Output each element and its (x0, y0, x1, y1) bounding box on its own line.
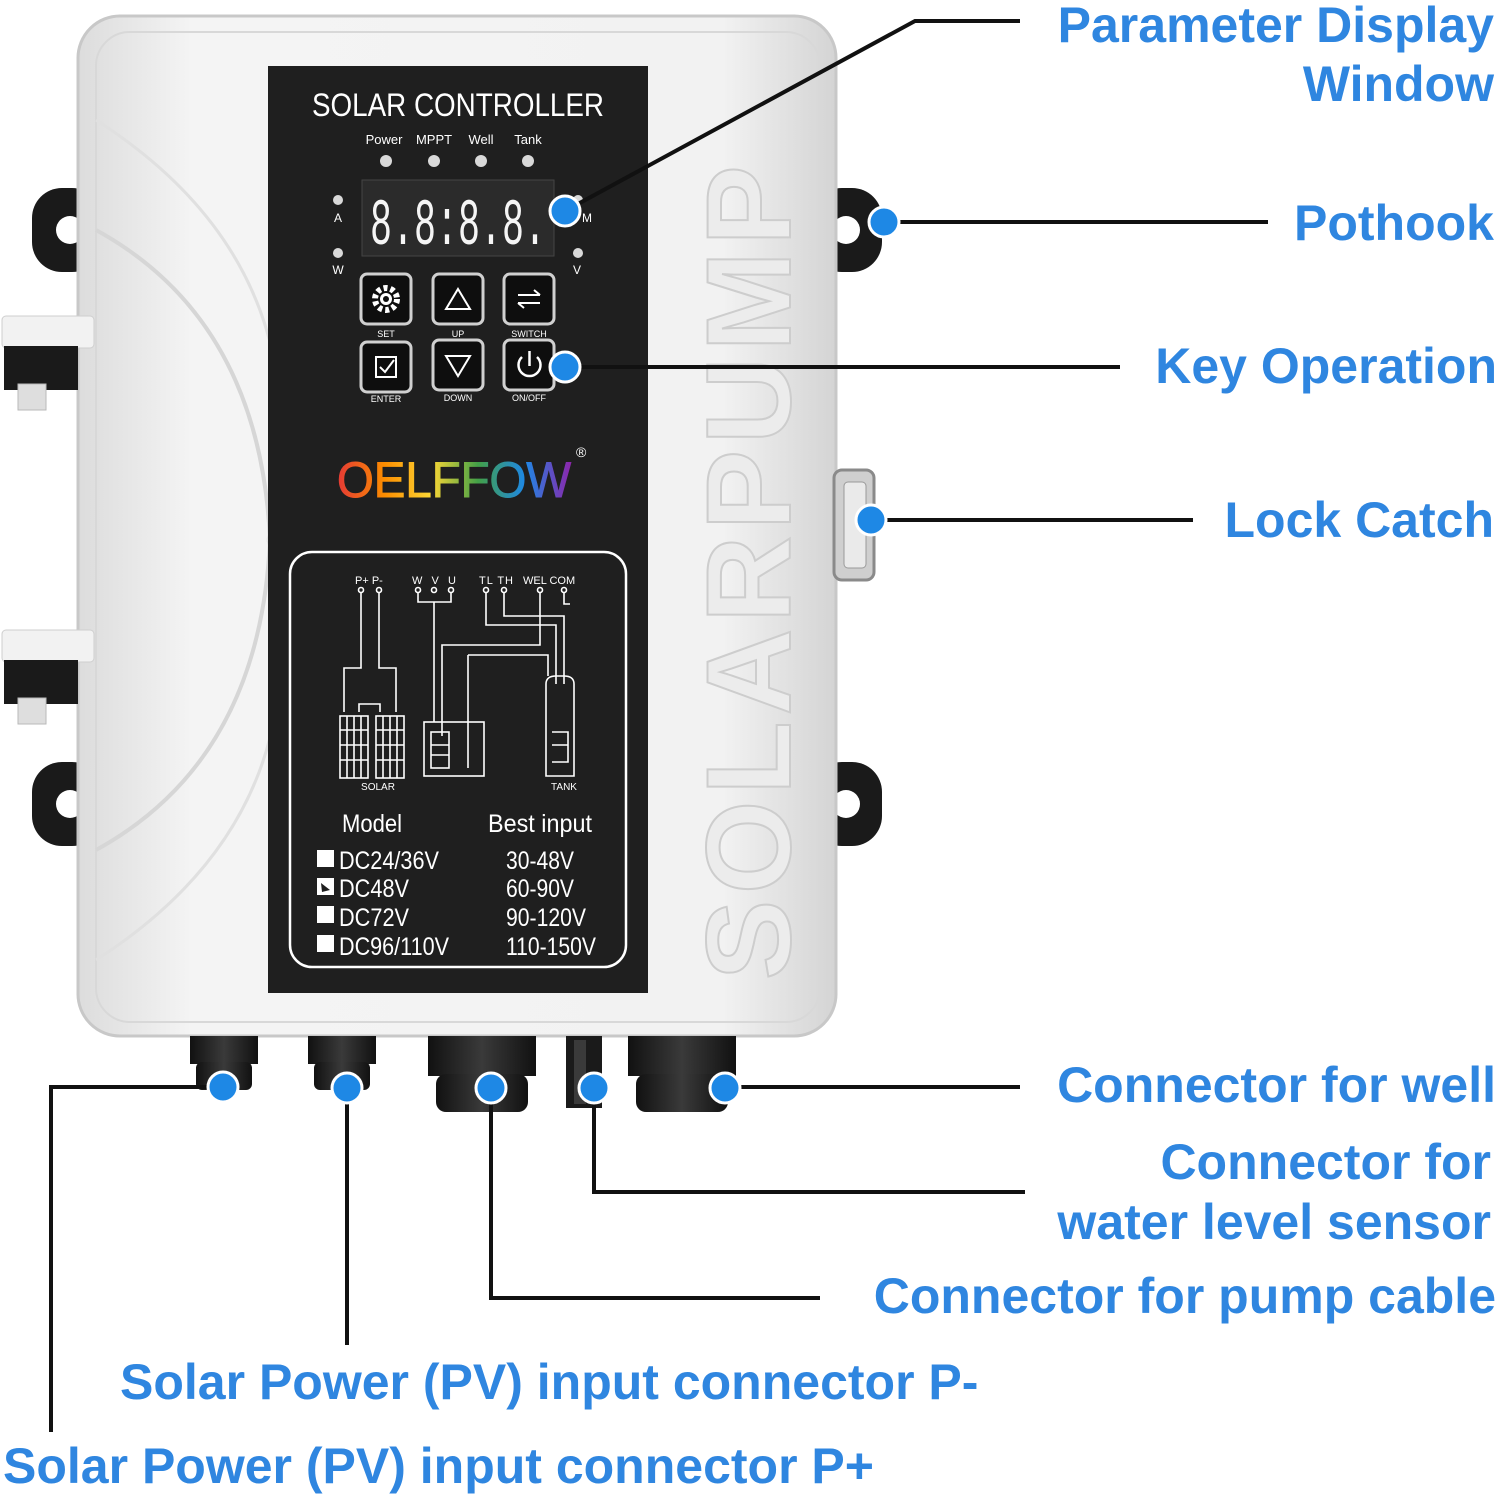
enter-key[interactable] (359, 340, 413, 394)
solar-label: SOLAR (361, 782, 395, 793)
dot-pv-minus (330, 1071, 364, 1105)
wiring-lines (339, 586, 575, 779)
enter-key-label: ENTER (371, 394, 402, 404)
unit-w-label: W (332, 263, 344, 277)
checkbox-icon (375, 356, 397, 378)
callout-lock-catch: Lock Catch (1224, 492, 1494, 548)
panel-title: SOLAR CONTROLLER (312, 87, 604, 123)
model-row-3-input: 90-120V (506, 904, 586, 932)
dot-pv-plus (206, 1070, 240, 1104)
switch-key[interactable] (502, 272, 556, 326)
indicator-well-label: Well (468, 132, 493, 147)
display-readout: 8.8:8.8. (370, 189, 546, 264)
checked-mark-icon (321, 883, 330, 892)
dot-sensor (577, 1071, 611, 1105)
up-key[interactable] (431, 272, 485, 326)
model-row-2-input: 60-90V (506, 875, 574, 903)
dot-pothook (867, 205, 901, 239)
indicator-mppt-label: MPPT (416, 132, 452, 147)
callout-sensor-line1: Connector for (1160, 1134, 1491, 1190)
dot-key-operation (548, 350, 582, 384)
model-row-2-model: DC48V (339, 875, 409, 903)
set-key[interactable] (359, 272, 413, 326)
model-checkbox-3 (317, 906, 334, 923)
callout-dots (206, 194, 901, 1105)
unit-a-label: A (334, 211, 342, 225)
down-key[interactable] (431, 338, 485, 392)
best-input-header: Best input (488, 810, 592, 838)
wiring-diagram (288, 550, 628, 969)
triangle-up-icon (444, 287, 472, 310)
brand-logo: OELFFOW (337, 452, 572, 508)
callout-pump: Connector for pump cable (873, 1268, 1496, 1324)
dot-well (708, 1071, 742, 1105)
indicator-mppt-led (428, 155, 440, 167)
callout-display-line1: Parameter Display (1057, 0, 1494, 53)
hinge-top (1, 315, 95, 411)
unit-v-label: V (573, 263, 581, 277)
leader-lines (49, 19, 1268, 1432)
model-header: Model (342, 810, 402, 838)
callout-sensor-line2: water level sensor (1057, 1194, 1491, 1250)
onoff-key[interactable] (502, 338, 556, 392)
callout-pothook: Pothook (1294, 195, 1494, 251)
callout-key-operation: Key Operation (1155, 338, 1497, 394)
indicator-tank-label: Tank (514, 132, 542, 147)
model-row-4-model: DC96/110V (339, 933, 449, 961)
sensor-terminals-label: TL TH (479, 575, 513, 587)
callout-pv-plus: Solar Power (PV) input connector P+ (3, 1438, 874, 1494)
set-key-label: SET (377, 329, 395, 339)
gear-icon (372, 285, 400, 313)
down-key-label: DOWN (444, 393, 473, 403)
indicator-power-label: Power (366, 132, 404, 147)
gland-well (628, 1036, 736, 1112)
switch-key-label: SWITCH (511, 329, 547, 339)
up-key-label: UP (452, 329, 465, 339)
power-icon (517, 351, 542, 378)
indicator-power-led (380, 155, 392, 167)
registered-mark: ® (576, 444, 587, 460)
dot-lock-catch (854, 503, 888, 537)
tank-label: TANK (551, 782, 577, 793)
indicator-labels: Power MPPT Well Tank (366, 132, 543, 147)
model-checkbox-1 (317, 850, 334, 867)
hinge-bottom (1, 629, 95, 725)
callout-pv-minus: Solar Power (PV) input connector P- (120, 1354, 979, 1410)
callout-display-line2: Window (1302, 56, 1494, 112)
model-table: DC24/36V 30-48V DC48V 60-90V DC72V 90-12… (317, 847, 596, 961)
dot-pump (474, 1071, 508, 1105)
indicator-tank-led (522, 155, 534, 167)
model-row-1-model: DC24/36V (339, 847, 439, 875)
triangle-down-icon (444, 355, 472, 378)
pv-terminals-label: P+ P- (355, 575, 383, 587)
swap-arrows-icon (517, 289, 541, 309)
model-row-4-input: 110-150V (506, 933, 596, 961)
model-checkbox-4 (317, 935, 334, 952)
dot-display (548, 194, 582, 228)
well-terminals-label: WEL COM (523, 575, 575, 587)
unit-m-label: M (582, 211, 592, 225)
model-row-1-input: 30-48V (506, 847, 574, 875)
parameter-display (361, 179, 555, 257)
callout-well: Connector for well (1057, 1057, 1496, 1113)
side-emboss-text: SOLARPUMP (682, 159, 816, 980)
model-row-3-model: DC72V (339, 904, 409, 932)
pump-terminals-label: W V U (412, 575, 456, 587)
lock-catch (832, 468, 876, 582)
indicator-well-led (475, 155, 487, 167)
onoff-key-label: ON/OFF (512, 393, 546, 403)
